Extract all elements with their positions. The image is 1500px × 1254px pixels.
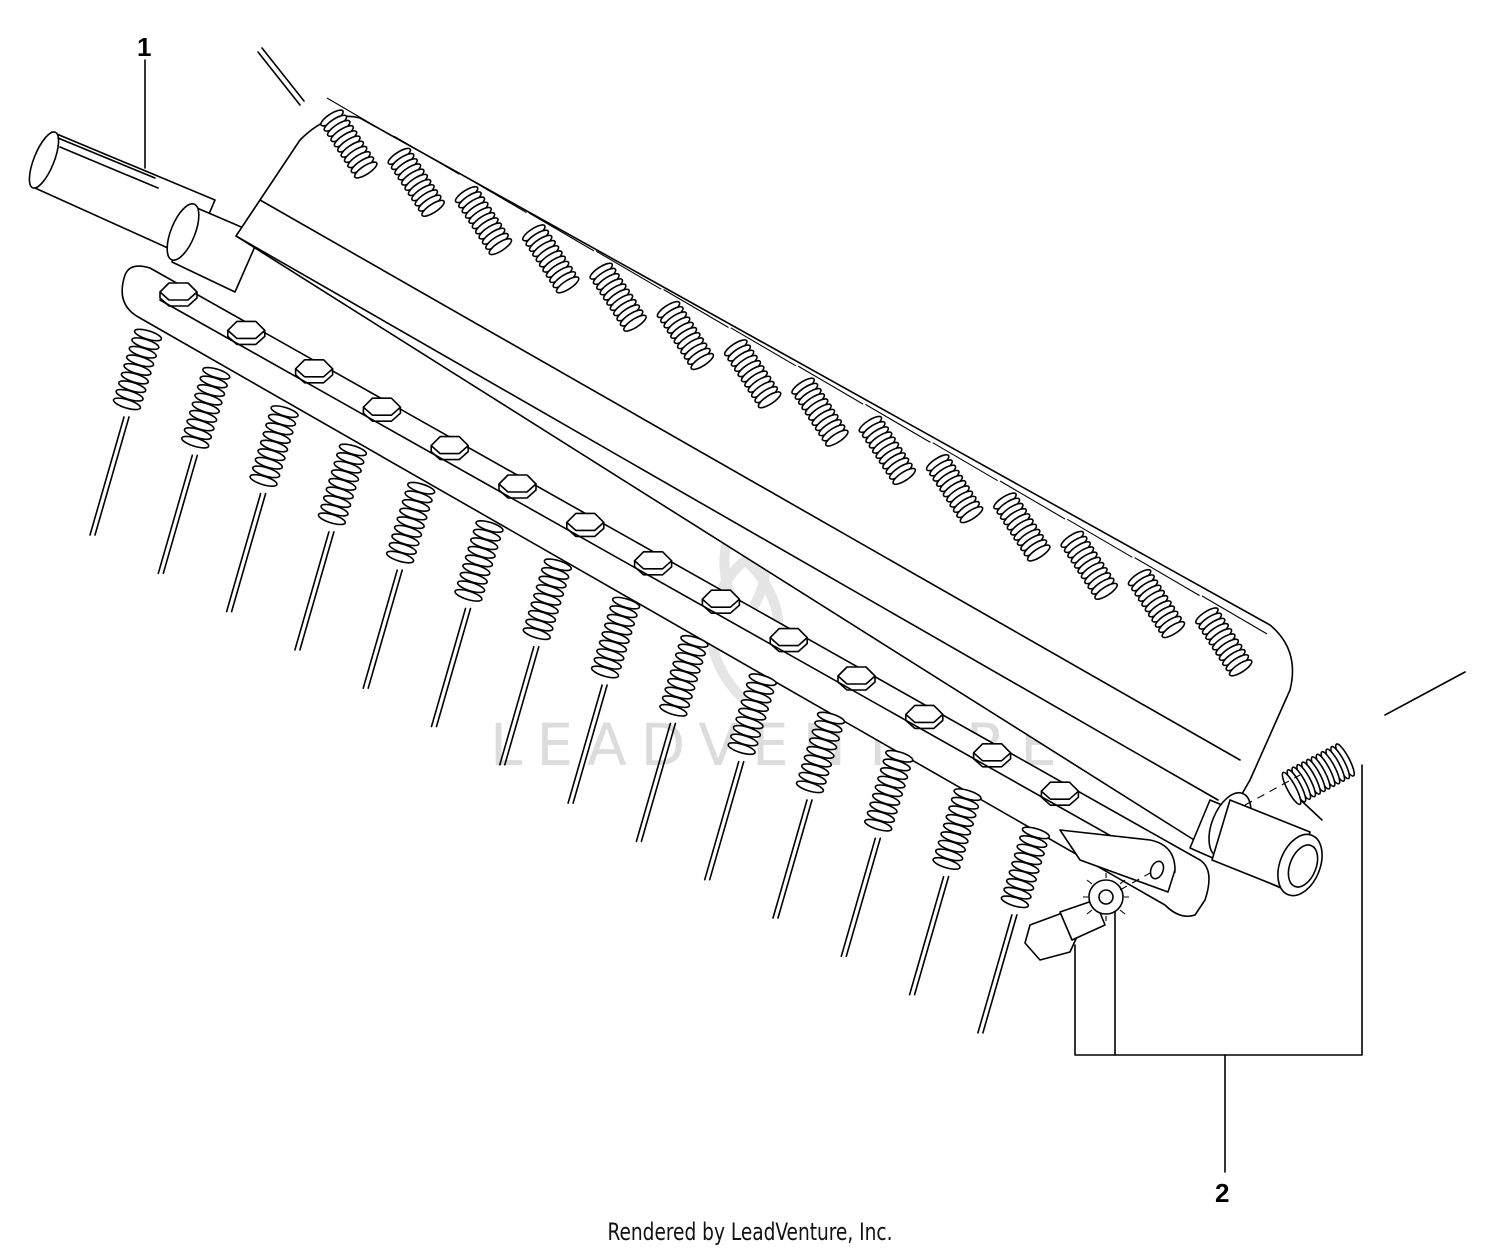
tine bbox=[908, 788, 982, 996]
tine bbox=[225, 405, 299, 613]
tine bbox=[772, 711, 846, 919]
hex-nut bbox=[227, 320, 266, 346]
torsion-spring bbox=[1281, 671, 1466, 821]
hex-nut bbox=[430, 435, 469, 461]
tine-spring bbox=[589, 250, 662, 332]
shaft-right-end bbox=[1189, 791, 1323, 897]
hex-nut bbox=[294, 359, 334, 384]
hex-nut bbox=[769, 627, 808, 653]
hex-nut bbox=[837, 666, 876, 691]
lock-washer bbox=[1083, 873, 1129, 921]
rendered-by-credit: Rendered by LeadVenture, Inc. bbox=[607, 1218, 893, 1246]
callout-1-label[interactable]: 1 bbox=[137, 32, 151, 62]
hex-nut bbox=[159, 282, 198, 307]
hex-nut bbox=[566, 512, 605, 538]
reel-drum bbox=[235, 115, 1294, 851]
hex-nut bbox=[362, 397, 402, 422]
tine bbox=[977, 826, 1051, 1034]
tine-bar bbox=[121, 265, 1210, 918]
callout-2-label[interactable]: 2 bbox=[1215, 1178, 1229, 1208]
tine bbox=[89, 328, 163, 536]
shaft-left-end bbox=[28, 131, 261, 293]
hex-bolt bbox=[1024, 899, 1106, 961]
callout-leaders bbox=[144, 59, 1363, 1173]
tine-spring bbox=[925, 442, 998, 524]
tine bbox=[635, 634, 709, 843]
bolt-row bbox=[159, 282, 1080, 806]
tine-row bbox=[89, 328, 1051, 1034]
hex-nut bbox=[701, 589, 741, 614]
hex-nut bbox=[633, 551, 673, 576]
tine-spring bbox=[858, 403, 931, 486]
hex-nut bbox=[498, 474, 537, 499]
hardware-kit bbox=[1024, 671, 1466, 961]
tine-spring bbox=[387, 135, 460, 218]
tine bbox=[430, 519, 504, 728]
hex-nut bbox=[1040, 781, 1080, 806]
tine bbox=[567, 596, 641, 804]
hex-nut bbox=[905, 704, 944, 730]
tine bbox=[294, 443, 368, 651]
tine-spring bbox=[521, 212, 595, 294]
tine bbox=[499, 558, 573, 766]
tine bbox=[157, 366, 231, 575]
tine-spring bbox=[993, 480, 1066, 562]
spring-wire bbox=[257, 47, 305, 106]
tine-spring bbox=[791, 365, 864, 447]
tine-spring bbox=[454, 174, 527, 256]
top-spring-row bbox=[320, 97, 1268, 677]
hex-nut bbox=[972, 743, 1012, 768]
tine-spring bbox=[723, 327, 797, 409]
tine bbox=[840, 749, 914, 958]
tine bbox=[703, 673, 777, 881]
tine-spring bbox=[656, 289, 729, 371]
tine-spring bbox=[320, 97, 393, 179]
tine-spring bbox=[1060, 518, 1133, 601]
tine-spring bbox=[1127, 557, 1200, 639]
tine bbox=[362, 481, 436, 689]
tine-spring bbox=[1194, 595, 1268, 677]
